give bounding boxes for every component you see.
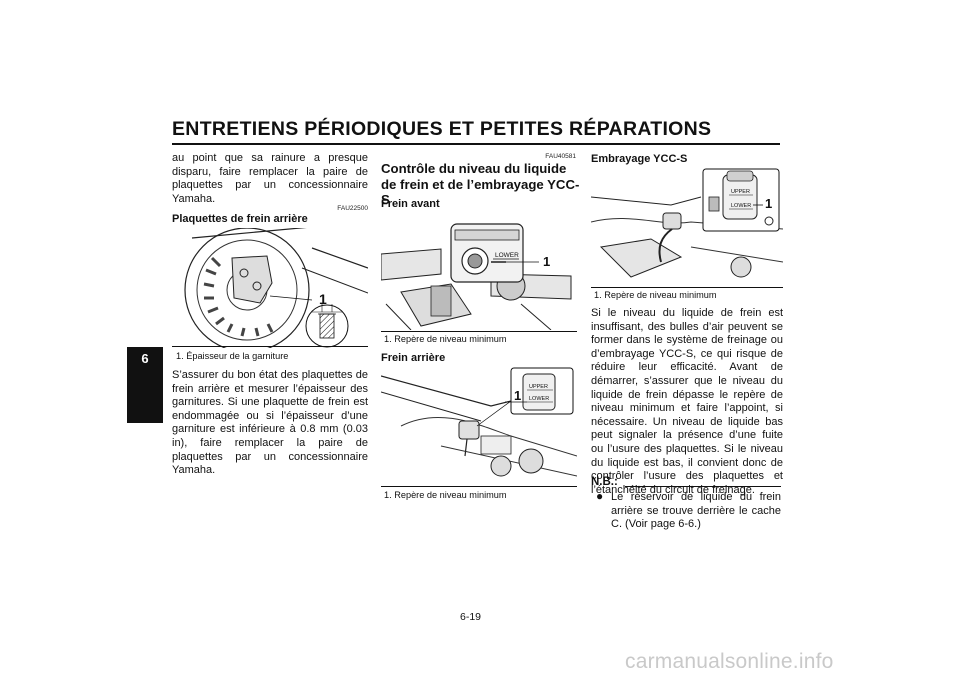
header-rule bbox=[172, 143, 780, 145]
caption-divider bbox=[591, 287, 783, 288]
rear-brake-reservoir-illustration: UPPER LOWER 1 bbox=[381, 366, 577, 486]
caption-divider bbox=[381, 486, 577, 487]
caption-divider bbox=[381, 331, 577, 332]
figure-caption: 1. Repère de niveau minimum bbox=[384, 490, 507, 500]
note-text: Le réservoir de liquide du frein arrière… bbox=[611, 491, 781, 531]
front-brake-reservoir-illustration: LOWER 1 bbox=[381, 214, 577, 330]
page-title: ENTRETIENS PÉRIODIQUES ET PETITES RÉPARA… bbox=[172, 118, 712, 140]
section-heading: Contrôle du niveau du liquide de frein e… bbox=[381, 161, 580, 207]
note-rule bbox=[625, 486, 781, 487]
figure-callout: 1 bbox=[319, 291, 327, 307]
page-number: 6-19 bbox=[460, 611, 482, 623]
reference-code: FAU40581 bbox=[545, 153, 576, 160]
bullet-icon: ● bbox=[596, 489, 604, 503]
figure-callout: 1 bbox=[543, 254, 550, 269]
body-paragraph: Si le niveau du liquide de frein est ins… bbox=[591, 307, 783, 496]
intro-paragraph: au point que sa rainure a presque dispar… bbox=[172, 152, 368, 205]
watermark: carmanualsonline.info bbox=[625, 650, 834, 673]
ycc-s-clutch-reservoir-illustration: UPPER LOWER 1 bbox=[591, 167, 783, 287]
upper-mark-label: UPPER bbox=[529, 384, 548, 390]
subsection-heading: Frein arrière bbox=[381, 352, 446, 364]
lower-mark-label: LOWER bbox=[731, 203, 751, 209]
figure-callout: 1 bbox=[514, 388, 521, 403]
section-heading: Plaquettes de frein arrière bbox=[172, 213, 308, 225]
note-label: N.B.: bbox=[591, 476, 618, 488]
figure-caption: 1. Épaisseur de la garniture bbox=[176, 351, 289, 361]
subsection-heading: Embrayage YCC-S bbox=[591, 153, 688, 165]
lower-mark-label: LOWER bbox=[495, 252, 519, 259]
figure-callout: 1 bbox=[765, 196, 772, 211]
chapter-tab: 6 bbox=[127, 347, 163, 423]
subsection-heading: Frein avant bbox=[381, 198, 440, 210]
reference-code: FAU22500 bbox=[337, 205, 368, 212]
rear-brake-pad-illustration: 1 bbox=[172, 228, 368, 348]
body-paragraph: S’assurer du bon état des plaquettes de … bbox=[172, 369, 368, 477]
figure-caption: 1. Repère de niveau minimum bbox=[384, 334, 507, 344]
lower-mark-label: LOWER bbox=[529, 396, 549, 402]
caption-divider bbox=[172, 346, 368, 347]
upper-mark-label: UPPER bbox=[731, 189, 750, 195]
figure-caption: 1. Repère de niveau minimum bbox=[594, 290, 717, 300]
